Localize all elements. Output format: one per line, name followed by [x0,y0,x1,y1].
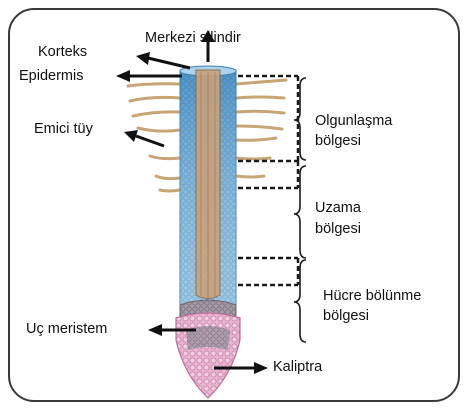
region-braces [294,78,306,342]
label-elongation-line2: bölgesi [315,221,361,238]
label-cortex: Korteks [38,44,87,61]
label-maturation-line1: Olgunlaşma [315,113,392,130]
label-maturation-line2: bölgesi [315,133,361,150]
label-epidermis: Epidermis [19,68,83,85]
label-root-hair: Emici tüy [34,121,93,138]
label-central-cylinder: Merkezi silindir [145,30,241,47]
label-division-line1: Hücre bölünme [323,288,421,305]
label-elongation-line1: Uzama [315,200,361,217]
root-cap [176,313,240,398]
label-apical-meristem: Uç meristem [26,321,107,338]
region-brackets [238,76,298,285]
label-division-line2: bölgesi [323,308,369,325]
label-root-cap: Kaliptra [273,359,322,376]
